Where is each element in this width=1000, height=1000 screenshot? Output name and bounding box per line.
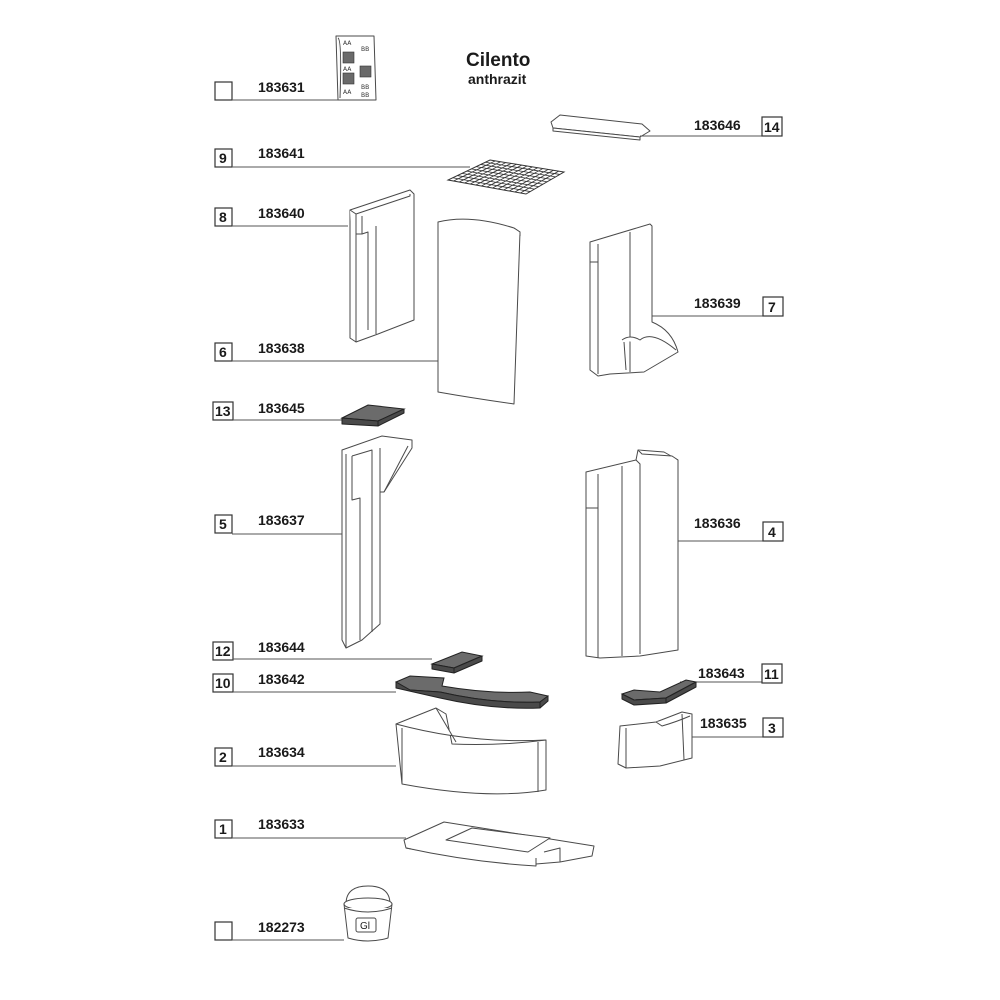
part-number-183643: 183643	[698, 665, 745, 681]
pos-number-183644: 12	[215, 643, 231, 659]
part-183645[interactable]: 13 183645	[212, 400, 406, 427]
part-183634[interactable]: 2 183634	[214, 707, 547, 795]
back-wall-panel	[437, 218, 521, 405]
upper-left-side-panel	[349, 189, 415, 343]
part-183638[interactable]: 6 183638	[214, 218, 521, 405]
pos-number-183646: 14	[764, 119, 780, 135]
pos-number-183641: 9	[219, 150, 227, 166]
part-number-183641: 183641	[258, 145, 305, 161]
pos-number-183642: 10	[215, 675, 231, 691]
part-number-183638: 183638	[258, 340, 305, 356]
pos-number-183636: 4	[768, 524, 776, 540]
bucket-label: Gl	[360, 921, 370, 932]
pos-box-183633	[214, 819, 233, 839]
part-number-183639: 183639	[694, 295, 741, 311]
glue-bucket-icon: Gl	[343, 885, 393, 942]
instruction-booklet-icon: AA BB AA BB AA BB	[335, 35, 377, 101]
svg-text:BB: BB	[361, 46, 369, 53]
part-number-182273: 182273	[258, 919, 305, 935]
lower-left-side-panel	[341, 435, 413, 649]
part-number-183642: 183642	[258, 671, 305, 687]
pos-number-183638: 6	[219, 344, 227, 360]
part-183640[interactable]: 8 183640	[214, 189, 415, 343]
svg-text:BB: BB	[361, 84, 369, 91]
svg-text:AA: AA	[343, 40, 352, 47]
pos-box-183642	[212, 673, 234, 693]
pos-number-183640: 8	[219, 209, 227, 225]
pos-box-183635	[762, 717, 784, 738]
part-183641[interactable]: 9 183641	[214, 145, 566, 195]
pos-number-183633: 1	[219, 821, 227, 837]
upper-right-side-panel	[589, 223, 679, 377]
pos-box-183640	[214, 207, 233, 227]
right-small-wall	[617, 711, 693, 769]
pos-box-183645	[212, 401, 234, 421]
pos-box-183638	[214, 342, 233, 362]
pos-box-183639	[762, 296, 784, 317]
part-number-183634: 183634	[258, 744, 305, 760]
part-number-183631: 183631	[258, 79, 305, 95]
diagram-subtitle: anthrazit	[468, 71, 527, 87]
part-183643[interactable]: 183643 11	[620, 663, 783, 706]
part-number-183633: 183633	[258, 816, 305, 832]
part-number-183635: 183635	[700, 715, 747, 731]
pos-number-183635: 3	[768, 720, 776, 736]
front-curved-wall	[395, 707, 547, 795]
pos-box-183643	[761, 663, 783, 684]
part-183642[interactable]: 10 183642	[212, 671, 550, 709]
pos-number-183637: 5	[219, 516, 227, 532]
pos-number-183639: 7	[768, 299, 776, 315]
part-183637[interactable]: 5 183637	[214, 435, 413, 649]
pos-number-183634: 2	[219, 749, 227, 765]
svg-text:AA: AA	[343, 89, 352, 96]
part-183644[interactable]: 12 183644	[212, 639, 484, 674]
part-183646[interactable]: 183646 14	[550, 114, 783, 141]
svg-text:AA: AA	[343, 66, 352, 73]
part-182273[interactable]: 182273 Gl	[214, 885, 393, 942]
base-plate	[403, 821, 595, 867]
pos-box-183644	[212, 641, 234, 661]
pos-box-183636	[762, 521, 784, 542]
lower-right-side-panel	[585, 449, 679, 659]
svg-text:BB: BB	[361, 92, 369, 99]
part-183635[interactable]: 183635 3	[617, 711, 784, 769]
part-number-183637: 183637	[258, 512, 305, 528]
grate-mesh	[446, 159, 566, 195]
pos-box-183637	[214, 514, 233, 534]
part-183639[interactable]: 183639 7	[589, 223, 784, 377]
pos-number-183645: 13	[215, 403, 231, 419]
pos-box-183631	[214, 81, 233, 101]
part-number-183636: 183636	[694, 515, 741, 531]
part-number-183646: 183646	[694, 117, 741, 133]
part-183631[interactable]: 183631 AA BB AA BB AA BB	[214, 35, 377, 101]
part-number-183640: 183640	[258, 205, 305, 221]
pos-number-183643: 11	[764, 666, 779, 682]
part-183636[interactable]: 183636 4	[585, 449, 784, 659]
part-183633[interactable]: 1 183633	[214, 816, 595, 867]
diagram-title: Cilento	[466, 50, 530, 71]
part-number-183645: 183645	[258, 400, 305, 416]
pos-box-182273	[214, 921, 233, 941]
pos-box-183641	[214, 148, 233, 168]
pos-box-183646	[761, 116, 783, 137]
part-number-183644: 183644	[258, 639, 305, 655]
pos-box-183634	[214, 747, 233, 767]
